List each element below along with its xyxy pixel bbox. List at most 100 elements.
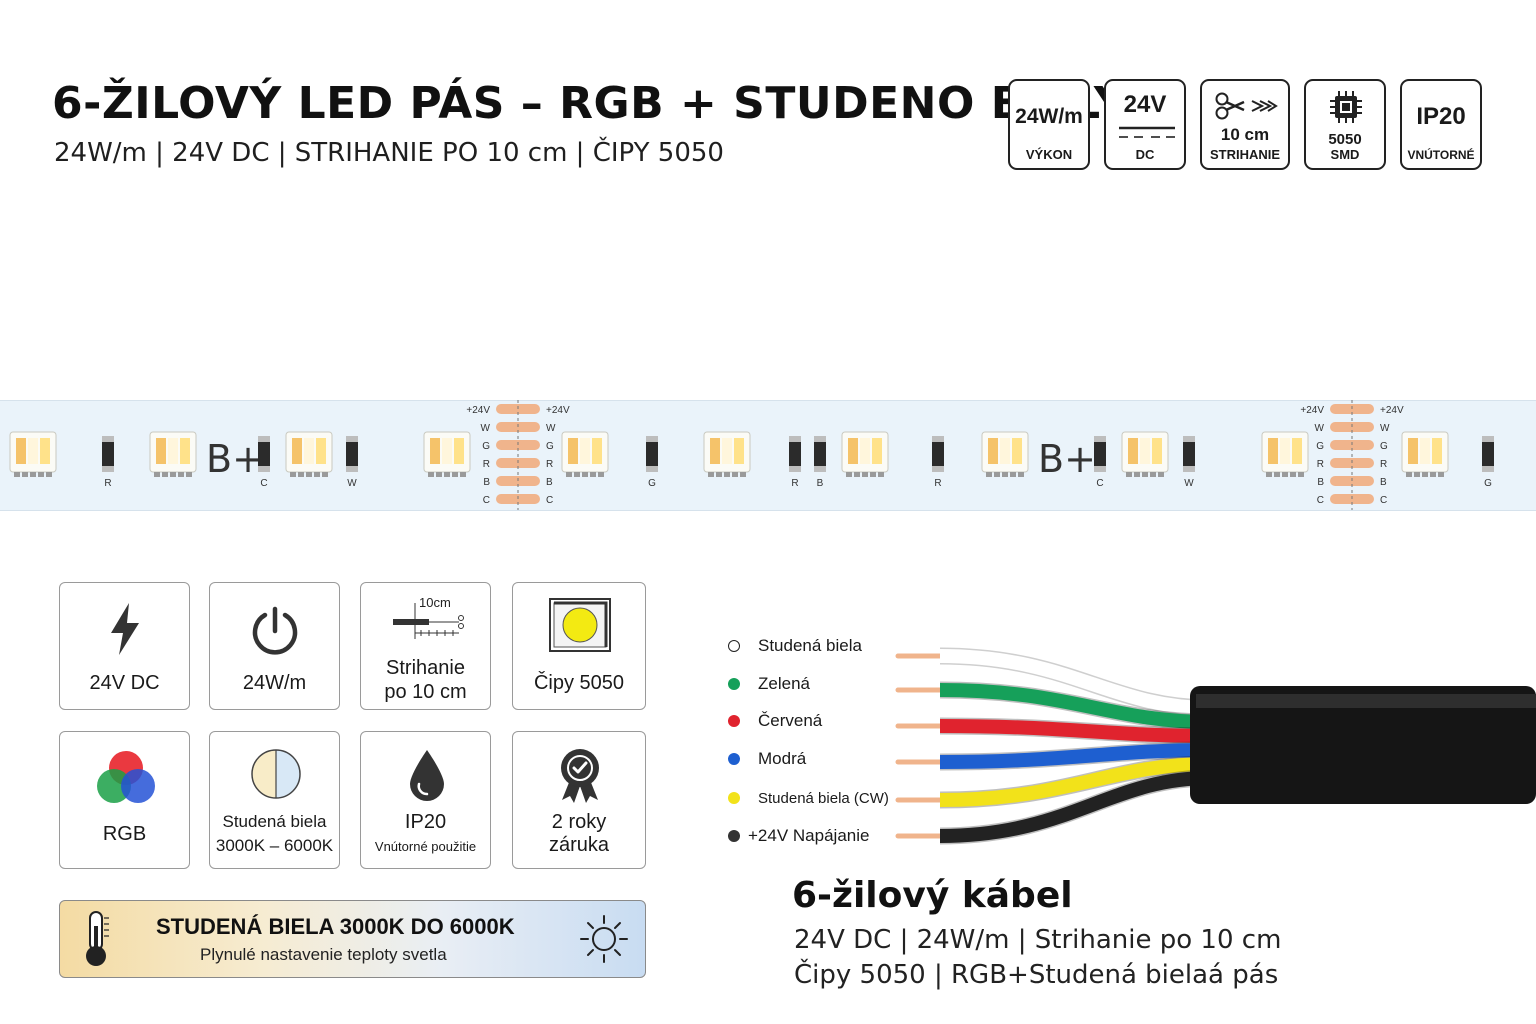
pad-label: +24V	[1300, 405, 1324, 416]
led-chip-pin	[566, 472, 572, 477]
solder-pad	[496, 440, 540, 450]
led-chip-pin	[1142, 472, 1148, 477]
wire-color-dot	[728, 753, 740, 765]
led-chip-pin	[986, 472, 992, 477]
feature-ip-line2: Vnútorné použitie	[374, 839, 477, 854]
led-chip-pin	[582, 472, 588, 477]
led-chip-segment	[316, 438, 326, 464]
led-chip-pin	[598, 472, 604, 477]
smd-resistor-cap	[932, 436, 944, 442]
led-chip-pin	[1298, 472, 1304, 477]
led-chip-segment	[1408, 438, 1418, 464]
cut-length-icon-text: 10cm	[419, 595, 451, 610]
led-chip-pin	[30, 472, 36, 477]
feature-cut-line1: Strihanie	[386, 657, 465, 679]
solder-pad	[1330, 476, 1374, 486]
resistor-label: W	[347, 478, 357, 489]
led-chip-pin	[444, 472, 450, 477]
led-chip-pin	[724, 472, 730, 477]
wire-insulation	[939, 683, 1211, 729]
chip-icon	[1330, 91, 1362, 123]
pad-label: +24V	[546, 405, 570, 416]
brand-mark: B+	[1038, 437, 1096, 481]
pad-label: C	[1380, 495, 1387, 506]
solder-pad	[1330, 458, 1374, 468]
solder-pad	[1330, 422, 1374, 432]
led-chip-pin	[1018, 472, 1024, 477]
wire-legend-label: Zelená	[758, 674, 810, 693]
rgb-circles-icon	[97, 751, 155, 803]
led-chip-pin	[178, 472, 184, 477]
wire-color-dot	[728, 640, 740, 652]
pad-label: B	[1380, 477, 1387, 488]
solder-pad	[496, 404, 540, 414]
led-chip-pin	[1406, 472, 1412, 477]
pad-label: R	[546, 459, 553, 470]
led-chip-segment	[848, 438, 858, 464]
led-chip-pin	[870, 472, 876, 477]
smd-resistor-cap	[932, 466, 944, 472]
smd-resistor	[789, 436, 801, 472]
wire-color-dot	[728, 678, 740, 690]
led-chip-pin	[298, 472, 304, 477]
color-temperature-icon	[251, 749, 301, 799]
feature-grid: 24V DC 24W/m 10cm Strihanie po 10 cm	[59, 582, 649, 870]
led-chip-pin	[436, 472, 442, 477]
smd-resistor-cap	[1482, 436, 1494, 442]
feature-power: 24W/m	[209, 582, 340, 710]
resistor-label: G	[1484, 478, 1492, 489]
resistor-label: W	[1184, 478, 1194, 489]
led-chip-pin	[22, 472, 28, 477]
feature-power-label: 24W/m	[242, 672, 307, 694]
led-chip-pin	[1274, 472, 1280, 477]
scissors-icon	[1215, 92, 1278, 120]
pad-label: B	[546, 477, 553, 488]
led-chip-pin	[1438, 472, 1444, 477]
led-chip-pin	[38, 472, 44, 477]
pad-label: G	[1380, 441, 1388, 452]
feature-cut: 10cm Strihanie po 10 cm	[360, 582, 491, 710]
led-chip-pin	[1002, 472, 1008, 477]
led-chip-segment	[988, 438, 998, 464]
feature-chip-label: Čipy 5050	[533, 672, 625, 694]
feature-cut-line2: po 10 cm	[384, 681, 467, 703]
resistor-label: C	[260, 478, 267, 489]
solder-pad	[496, 494, 540, 504]
pad-label: R	[1380, 459, 1387, 470]
wire-insulation	[939, 719, 1211, 743]
wire-color-dot	[728, 830, 740, 842]
smd-resistor-cap	[1183, 466, 1195, 472]
cable-jacket	[1190, 686, 1536, 804]
pad-label: B	[1317, 477, 1324, 488]
smd-resistor-cap	[814, 466, 826, 472]
pad-label: R	[483, 459, 490, 470]
badge-voltage: 24V DC	[1104, 79, 1186, 170]
pad-label: W	[1315, 423, 1325, 434]
led-chip-segment	[860, 438, 870, 464]
led-chip-segment	[180, 438, 190, 464]
smd-resistor	[102, 436, 114, 472]
pad-label: +24V	[466, 405, 490, 416]
led-chip-pin	[590, 472, 596, 477]
wire-color-dot	[728, 715, 740, 727]
resistor-label: C	[1096, 478, 1103, 489]
pad-label: G	[1316, 441, 1324, 452]
led-chip-segment	[734, 438, 744, 464]
chip-5050-icon	[549, 598, 611, 652]
led-chip-pin	[1422, 472, 1428, 477]
cable-title: 6-žilový kábel	[792, 875, 1073, 916]
wire-insulation	[939, 771, 1211, 843]
led-chip-pin	[170, 472, 176, 477]
temperature-banner-subtitle: Plynulé nastavenie teploty svetla	[200, 945, 447, 964]
smd-resistor	[814, 436, 826, 472]
badge-power-value: 24W/m	[1015, 105, 1083, 128]
led-chip-segment	[1140, 438, 1150, 464]
smd-resistor-cap	[814, 436, 826, 442]
feature-warranty-line1: 2 roky	[551, 811, 607, 833]
led-chip-segment	[1128, 438, 1138, 464]
feature-ip: IP20 Vnútorné použitie	[360, 731, 491, 869]
led-chip-pin	[428, 472, 434, 477]
wire-insulation	[939, 649, 1211, 715]
led-chip-pin	[1414, 472, 1420, 477]
led-chip-segment	[1280, 438, 1290, 464]
